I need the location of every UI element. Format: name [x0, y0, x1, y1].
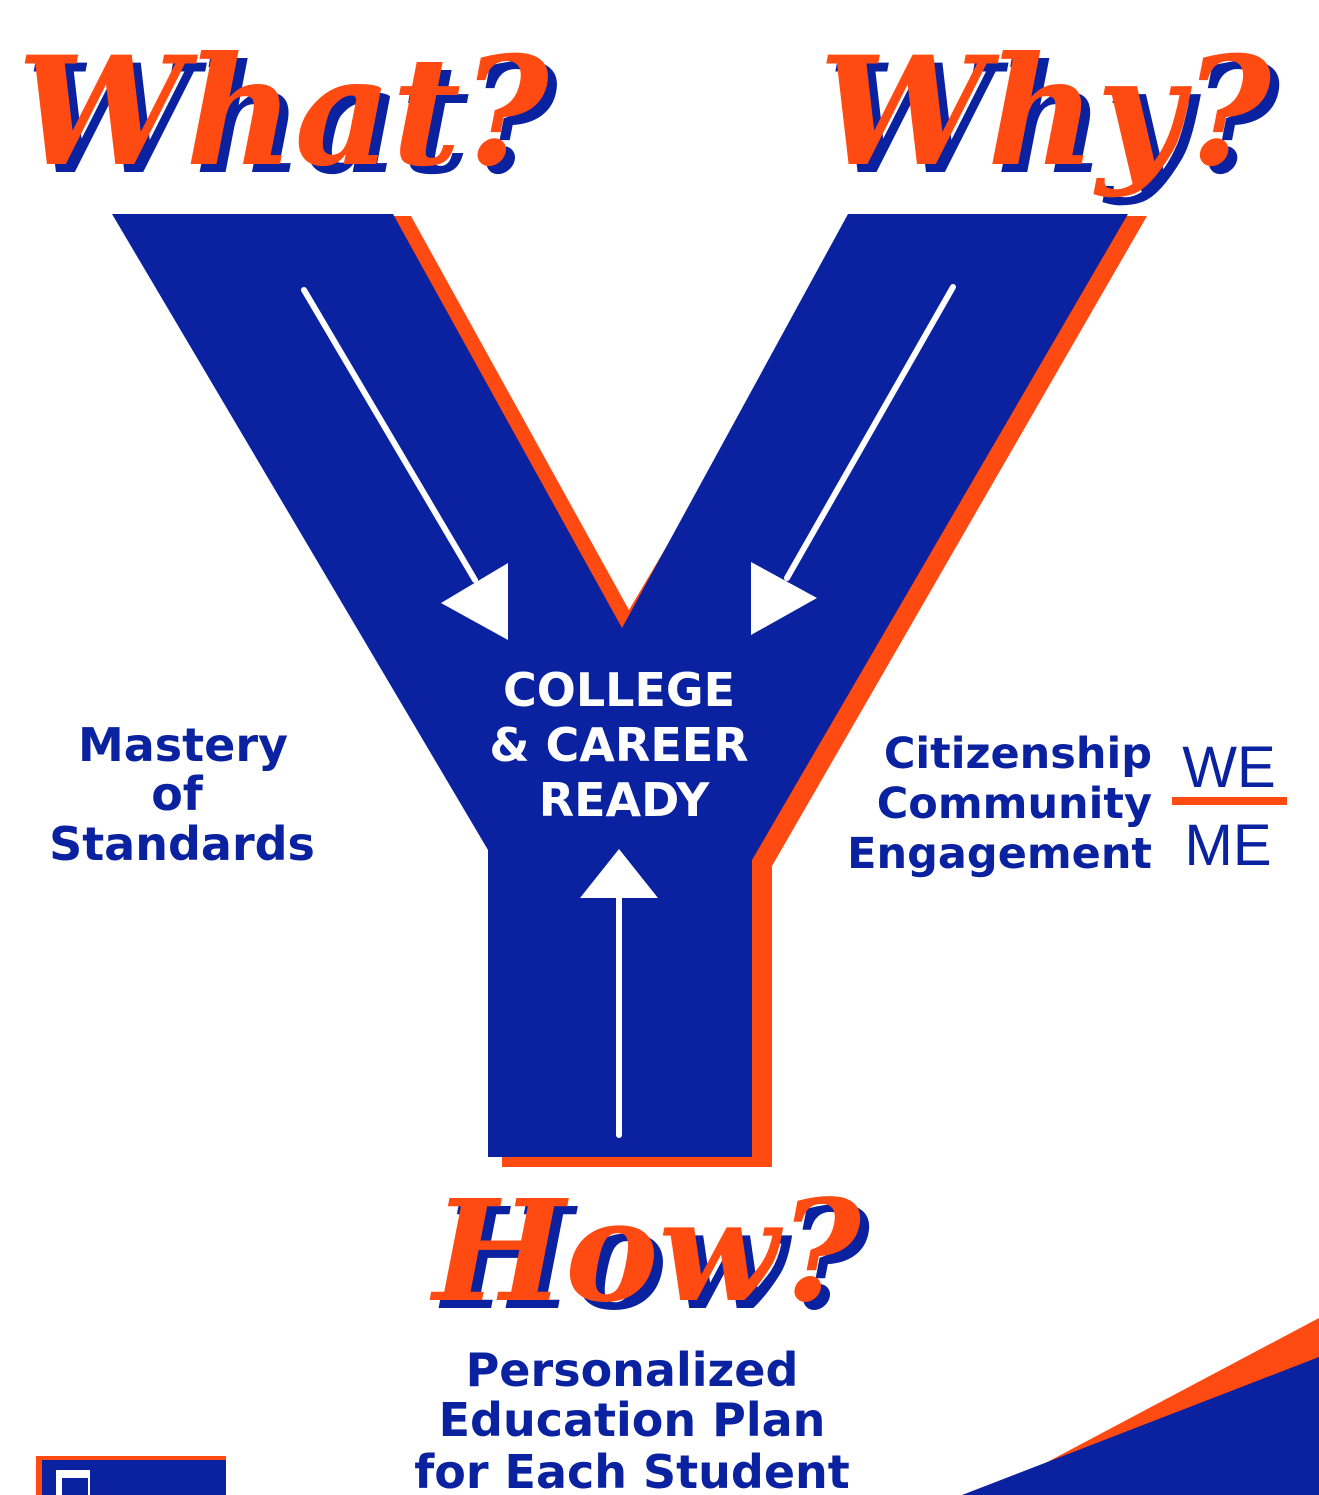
- svg-text:Community: Community: [877, 779, 1152, 829]
- left-label: Mastery of Standards: [49, 718, 315, 871]
- center-label: COLLEGE & CAREER READY: [489, 663, 748, 827]
- svg-text:Citizenship: Citizenship: [884, 729, 1152, 779]
- bottom-label: Personalized Education Plan for Each Stu…: [414, 1343, 850, 1495]
- arrow-what-to-center: [301, 287, 508, 640]
- svg-text:READY: READY: [539, 773, 710, 827]
- district-logo: [36, 1456, 226, 1495]
- right-label: Citizenship Community Engagement: [847, 729, 1152, 879]
- svg-text:Mastery: Mastery: [78, 718, 288, 772]
- fraction-bar: [1172, 797, 1287, 805]
- svg-text:Why?: Why?: [819, 24, 1274, 200]
- svg-text:Personalized: Personalized: [466, 1343, 799, 1397]
- arrow-why-to-center: [751, 284, 956, 635]
- svg-text:of: of: [151, 767, 204, 821]
- svg-text:WE: WE: [1182, 735, 1275, 800]
- heading-how: How? How?: [429, 1170, 872, 1342]
- heading-what: What? What?: [17, 24, 560, 208]
- heading-why: Why? Why?: [819, 24, 1283, 208]
- svg-text:How?: How?: [429, 1170, 863, 1334]
- y-shape: [112, 214, 1128, 1157]
- svg-text:How?: How?: [438, 1178, 872, 1342]
- svg-text:& CAREER: & CAREER: [489, 718, 748, 772]
- corner-decoration-blue: [962, 1357, 1319, 1495]
- svg-text:Why?: Why?: [828, 32, 1283, 208]
- svg-text:for Each Student: for Each Student: [414, 1445, 850, 1495]
- svg-text:What?: What?: [17, 24, 551, 200]
- we-over-me-fraction: WE ME: [1172, 735, 1287, 878]
- arrow-how-to-center: [580, 849, 658, 1138]
- svg-text:What?: What?: [26, 32, 560, 208]
- svg-text:COLLEGE: COLLEGE: [503, 663, 735, 717]
- svg-text:Education Plan: Education Plan: [439, 1393, 826, 1447]
- svg-text:ME: ME: [1185, 813, 1272, 878]
- svg-text:Standards: Standards: [49, 817, 315, 871]
- svg-text:Engagement: Engagement: [847, 829, 1152, 879]
